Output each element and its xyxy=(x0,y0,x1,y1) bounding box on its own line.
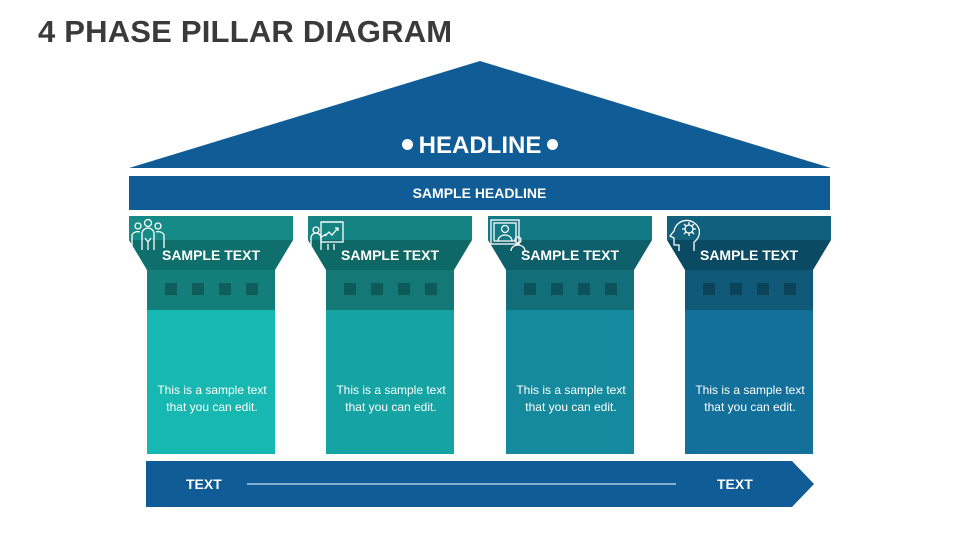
pillar-description: This is a sample text that you can edit. xyxy=(516,383,626,414)
pillar-label: SAMPLE TEXT xyxy=(161,247,260,263)
pillar-shape xyxy=(667,216,831,454)
page-title: 4 PHASE PILLAR DIAGRAM xyxy=(38,14,453,49)
headline: HEADLINE xyxy=(330,132,630,160)
pillar-description: This is a sample text that you can edit. xyxy=(695,383,805,414)
pillar-label: SAMPLE TEXT xyxy=(340,247,439,263)
headline-text: HEADLINE xyxy=(418,132,542,159)
pillar-description: This is a sample text that you can edit. xyxy=(157,383,267,414)
pillar-description: This is a sample text that you can edit. xyxy=(336,383,446,414)
pillar-2: SAMPLE TEXT This is a sample text that y… xyxy=(308,216,472,454)
pillar-label: SAMPLE TEXT xyxy=(520,247,619,263)
team-icon xyxy=(131,218,165,250)
pillar-1: SAMPLE TEXT This is a sample text that y… xyxy=(129,216,293,454)
pillar-4: SAMPLE TEXT This is a sample text that y… xyxy=(667,216,831,454)
arrow-left-text: TEXT xyxy=(186,476,222,492)
pillar-shape xyxy=(129,216,293,454)
video-call-icon xyxy=(490,219,526,252)
pillar-label: SAMPLE TEXT xyxy=(699,247,798,263)
presentation-icon xyxy=(310,221,344,250)
arrow-right-text: TEXT xyxy=(717,476,753,492)
pillar-3: SAMPLE TEXT This is a sample text that y… xyxy=(488,216,652,454)
head-gear-icon xyxy=(668,219,701,251)
sample-headline-beam: SAMPLE HEADLINE xyxy=(129,176,830,210)
bullet-dot-icon xyxy=(401,139,413,151)
pillar-shape xyxy=(488,216,652,454)
pillar-shape xyxy=(308,216,472,454)
bullet-dot-icon xyxy=(547,139,559,151)
